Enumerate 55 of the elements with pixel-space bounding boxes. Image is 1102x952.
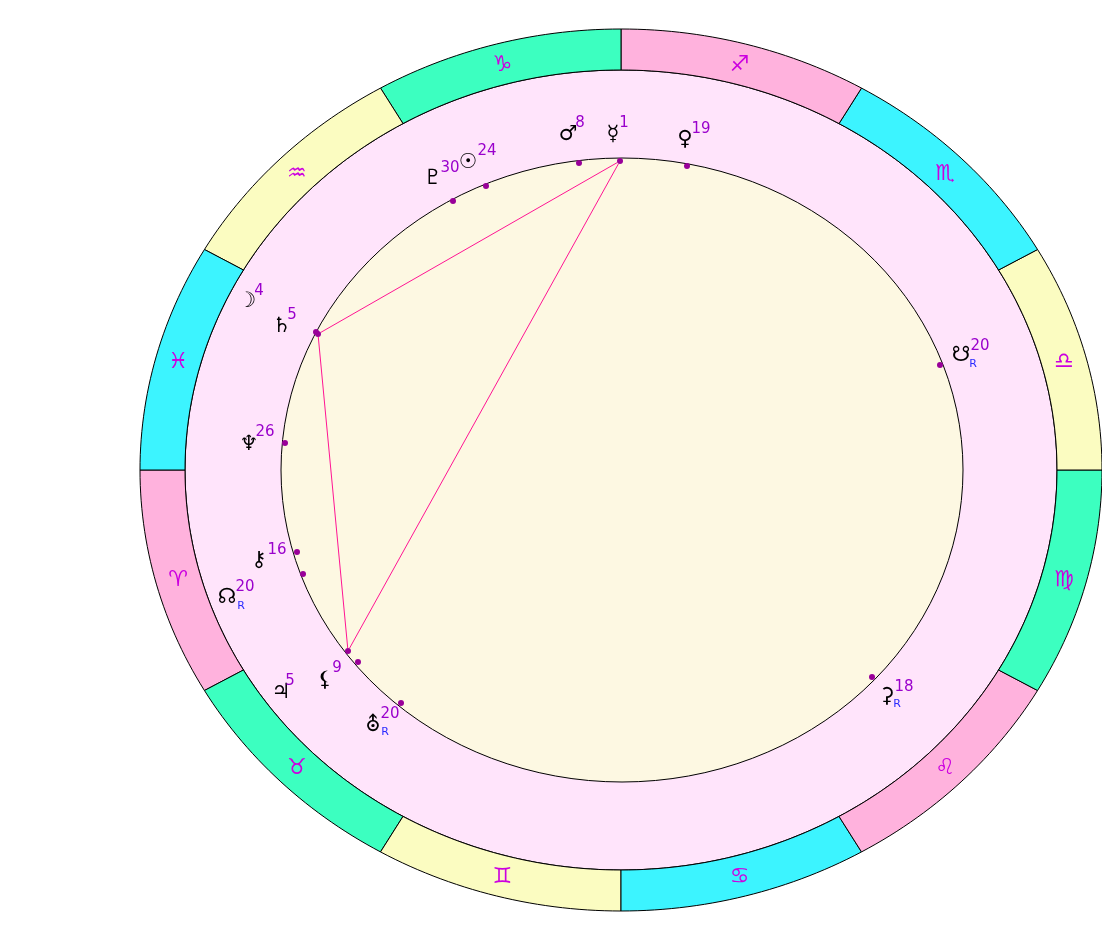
degree-number: 26 (255, 423, 275, 439)
degree-number: 18 (894, 678, 914, 694)
position-dot-icon (300, 571, 306, 577)
aspect-line (320, 162, 618, 333)
planet-symbol: ☉ (458, 150, 478, 172)
degree-number: 1 (619, 114, 629, 130)
degree-number: 30 (440, 159, 460, 175)
position-dot-icon (617, 158, 623, 164)
planet-symbol: ⚷ (251, 548, 267, 570)
zodiac-sign-symbol: ♏ (935, 161, 956, 184)
zodiac-sign-symbol: ♋ (729, 865, 750, 888)
position-dot-icon (684, 163, 690, 169)
position-dot-icon (450, 198, 456, 204)
position-dot-icon (355, 659, 361, 665)
degree-number: 4 (254, 282, 264, 298)
zodiac-sign-symbol: ♉ (286, 756, 307, 779)
aspect-line (348, 163, 620, 649)
degree-number: 20 (380, 705, 400, 721)
zodiac-sign-symbol: ♍ (1054, 567, 1074, 590)
planet-symbol: ⚸ (317, 668, 333, 690)
position-dot-icon (869, 674, 875, 680)
degree-number: 16 (267, 541, 287, 557)
planet-symbol: ☋ (951, 343, 971, 365)
position-dot-icon (398, 700, 404, 706)
retrograde-mark: R (237, 599, 245, 611)
zodiac-sign-symbol: ♐ (729, 52, 750, 75)
position-dot-icon (294, 549, 300, 555)
planet-symbol: ☊ (217, 585, 237, 607)
planet-symbol: ♀ (677, 127, 693, 149)
zodiac-sign-symbol: ♓ (168, 350, 188, 373)
position-dot-icon (345, 648, 351, 654)
degree-number: 24 (477, 142, 497, 158)
retrograde-mark: R (893, 697, 901, 709)
zodiac-sign-symbol: ♊ (492, 865, 513, 888)
aspect-line (317, 336, 349, 649)
planet-symbol: ⚳ (879, 684, 895, 706)
position-dot-icon (576, 160, 582, 166)
position-dot-icon (937, 362, 943, 368)
position-dot-icon (282, 440, 288, 446)
zodiac-sign-symbol: ♒ (286, 161, 307, 184)
position-dot-icon (483, 183, 489, 189)
retrograde-mark: R (969, 357, 977, 369)
degree-number: 9 (332, 659, 342, 675)
zodiac-sign-symbol: ♑ (492, 52, 513, 75)
planet-symbol: ⛢ (365, 713, 381, 735)
zodiac-sign-symbol: ♎ (1054, 350, 1074, 373)
degree-number: 5 (287, 306, 297, 322)
planet-symbol: ☿ (606, 122, 620, 144)
degree-number: 8 (575, 114, 585, 130)
degree-number: 20 (970, 337, 990, 353)
zodiac-sign-symbol: ♌ (935, 756, 956, 779)
degree-number: 20 (235, 578, 255, 594)
zodiac-sign-symbol: ♈ (168, 567, 188, 590)
retrograde-mark: R (381, 725, 389, 737)
degree-number: 19 (691, 120, 711, 136)
